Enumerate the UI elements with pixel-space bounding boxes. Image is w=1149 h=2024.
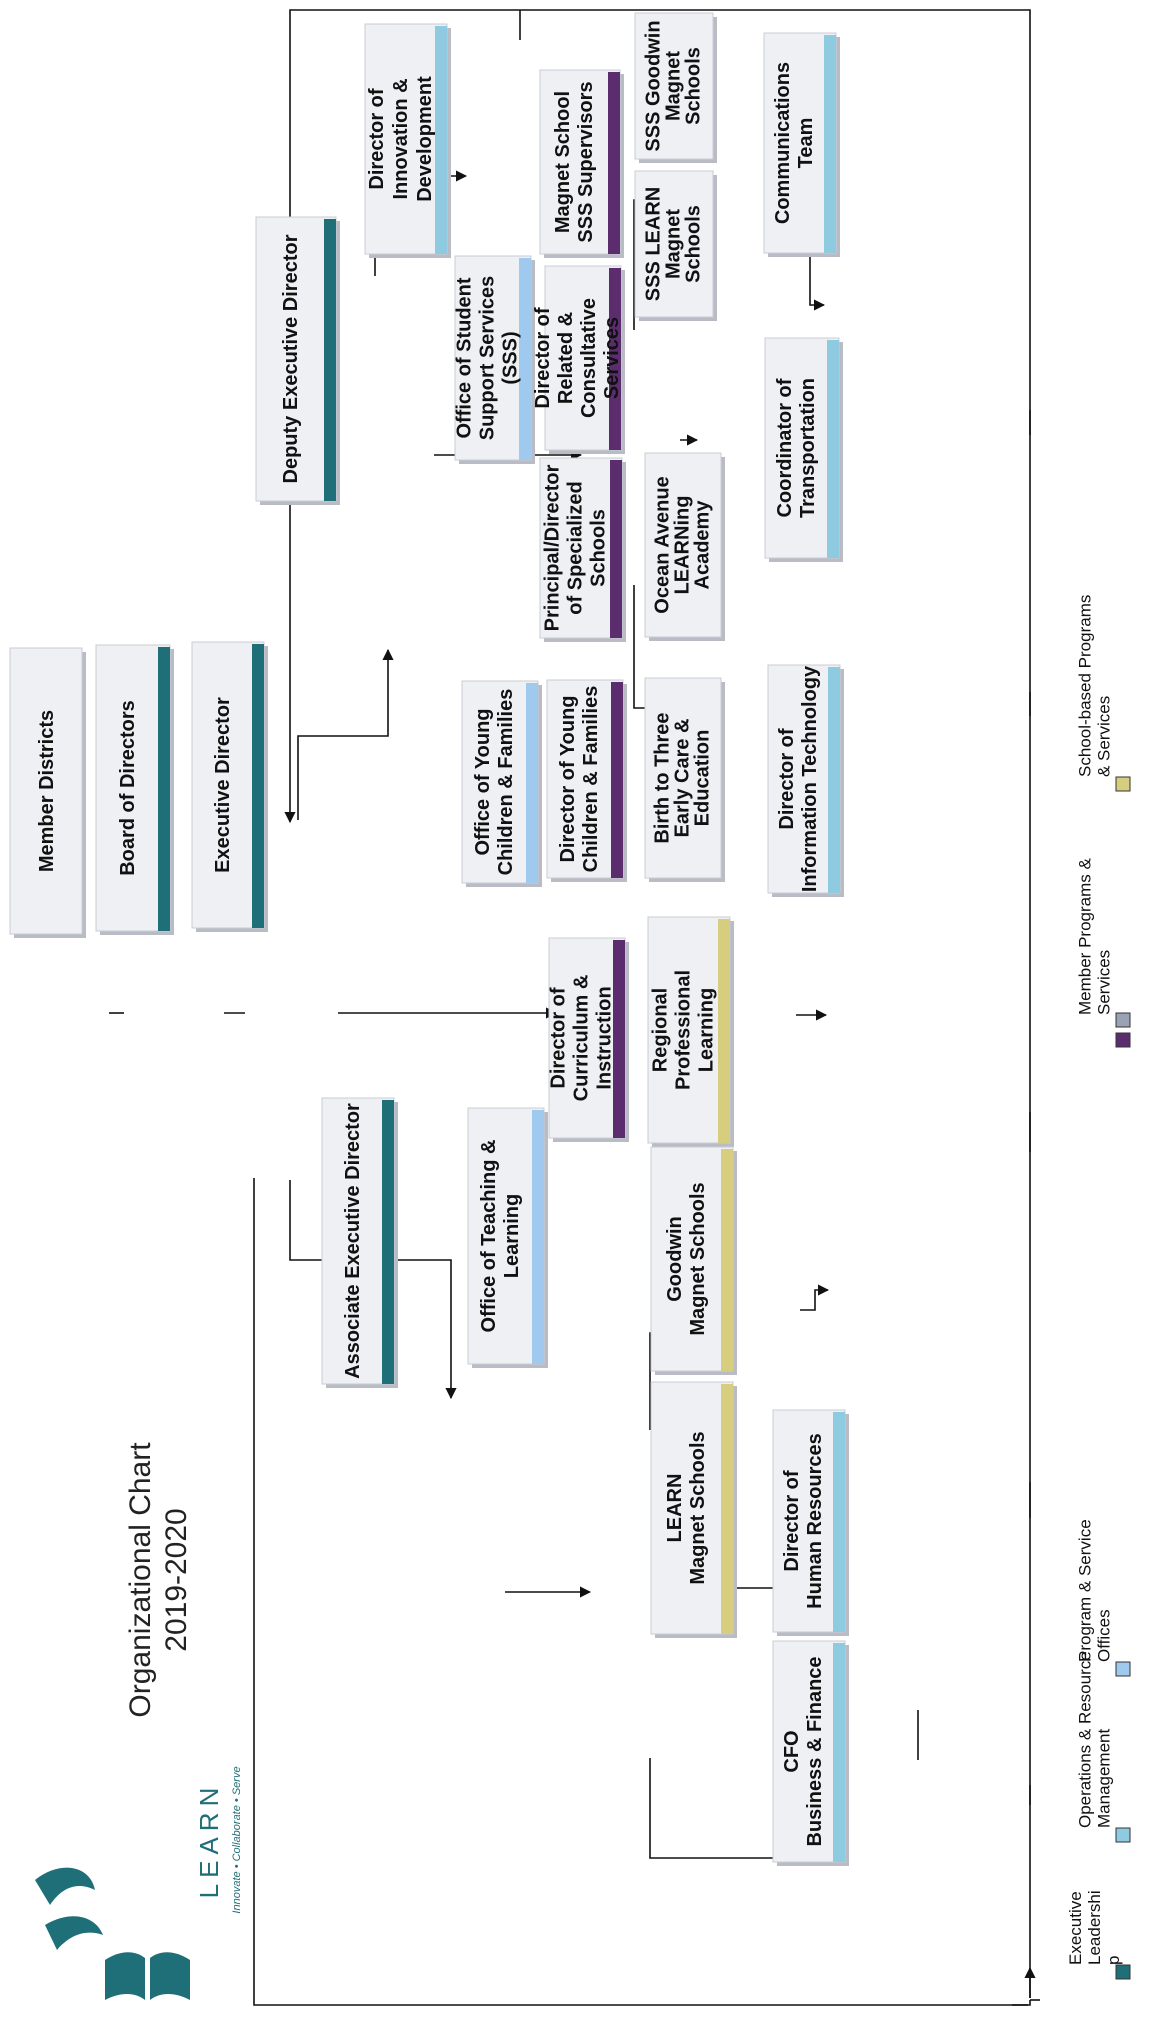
box-dycf: Director of YoungChildren & Families xyxy=(546,679,627,882)
box-label: LEARNMagnet Schools xyxy=(664,1431,709,1584)
box-label: Director ofInformation Technology xyxy=(776,665,821,892)
box-cfo: CFOBusiness & Finance xyxy=(772,1640,849,1866)
page-subtitle: 2019-2020 xyxy=(160,1508,193,1651)
box-hr: Director ofHuman Resources xyxy=(772,1409,849,1636)
box-label: Magnet SchoolSSS Supervisors xyxy=(552,81,597,242)
box-label: Office of StudentSupport Services(SSS) xyxy=(454,276,522,441)
box-label: Deputy Executive Director xyxy=(280,234,302,483)
box-label: Office of YoungChildren & Families xyxy=(472,689,517,876)
box-label: SSS GoodwinMagnetSchools xyxy=(643,20,705,151)
box-regional: RegionalProfessionalLearning xyxy=(647,916,734,1147)
box-label: SSS LEARNMagnetSchools xyxy=(643,187,705,301)
box-oycf: Office of YoungChildren & Families xyxy=(461,680,542,887)
legend-item: Member Programs &Services xyxy=(1076,858,1131,1048)
box-label: Director ofRelated &ConsultativeServices xyxy=(532,298,623,418)
box-label: Associate Executive Director xyxy=(342,1103,364,1379)
box-label: Director of YoungChildren & Families xyxy=(557,686,602,873)
box-learn-magnet: LEARNMagnet Schools xyxy=(650,1381,737,1638)
box-label: CFOBusiness & Finance xyxy=(781,1656,826,1846)
box-label: Executive Director xyxy=(212,697,234,873)
box-associate: Associate Executive Director xyxy=(321,1097,398,1388)
box-label: Member Districts xyxy=(36,710,58,872)
org-boxes: Member Districts Board of Directors Execut… xyxy=(9,12,849,1866)
box-label: Coordinator ofTransportation xyxy=(774,378,819,518)
box-goodwin: GoodwinMagnet Schools xyxy=(650,1146,737,1375)
box-label: Ocean AvenueLEARNingAcademy xyxy=(652,476,714,613)
box-magnet-sss: Magnet SchoolSSS Supervisors xyxy=(539,69,624,258)
box-comms: CommunicationsTeam xyxy=(763,32,840,257)
legend: ExecutiveLeadership Operations & Resource… xyxy=(1066,595,1131,1980)
legend-item: Operations & ResourceManagement xyxy=(1076,1651,1131,1843)
box-principal: Principal/Directorof SpecializedSchools xyxy=(539,457,626,642)
box-label: Director ofHuman Resources xyxy=(781,1433,826,1609)
learn-logo xyxy=(35,1867,190,2000)
box-label: GoodwinMagnet Schools xyxy=(664,1182,709,1335)
box-label: Board of Directors xyxy=(117,700,139,876)
legend-label: Member Programs &Services xyxy=(1076,858,1114,1015)
box-otl: Office of Teaching &Learning xyxy=(467,1107,548,1368)
box-transport: Coordinator ofTransportation xyxy=(764,337,843,562)
box-sss-goodwin: SSS GoodwinMagnetSchools xyxy=(634,12,717,163)
legend-label: Operations & ResourceManagement xyxy=(1076,1651,1114,1828)
header: LEARN Innovate • Collaborate • Serve Org… xyxy=(35,1442,243,2000)
legend-label: School-based Programs& Services xyxy=(1076,595,1114,777)
page-title: Organizational Chart xyxy=(124,1442,157,1718)
box-executive-director: Executive Director xyxy=(191,641,268,932)
box-label: Birth to ThreeEarly Care &Education xyxy=(652,712,714,843)
box-board: Board of Directors xyxy=(95,644,174,935)
legend-item: ExecutiveLeadership xyxy=(1066,1890,1131,1980)
box-curriculum: Director ofCurriculum &Instruction xyxy=(548,937,629,1142)
box-it: Director ofInformation Technology xyxy=(767,664,844,897)
legend-label: ExecutiveLeadership xyxy=(1066,1890,1123,1965)
box-label: Principal/Directorof SpecializedSchools xyxy=(542,464,610,631)
box-label: Office of Teaching &Learning xyxy=(478,1140,523,1333)
box-label: CommunicationsTeam xyxy=(772,62,817,224)
logo-tagline: Innovate • Collaborate • Serve xyxy=(231,1766,243,1913)
legend-item: School-based Programs& Services xyxy=(1076,595,1131,792)
box-sss-office: Office of StudentSupport Services(SSS) xyxy=(454,255,535,464)
legend-label: Program & ServiceOffices xyxy=(1076,1519,1114,1662)
box-birth: Birth to ThreeEarly Care &Education xyxy=(644,677,725,882)
box-sss-learn: SSS LEARNMagnetSchools xyxy=(634,170,717,321)
box-member-districts: Member Districts xyxy=(9,647,86,938)
legend-item: Program & ServiceOffices xyxy=(1076,1519,1131,1677)
box-label: Director ofCurriculum &Instruction xyxy=(548,975,616,1102)
box-related: Director ofRelated &ConsultativeServices xyxy=(532,265,625,454)
logo-text: LEARN xyxy=(194,1782,224,1899)
box-ocean: Ocean AvenueLEARNingAcademy xyxy=(644,452,725,641)
box-deputy: Deputy Executive Director xyxy=(255,216,340,505)
box-label: RegionalProfessionalLearning xyxy=(650,970,718,1090)
